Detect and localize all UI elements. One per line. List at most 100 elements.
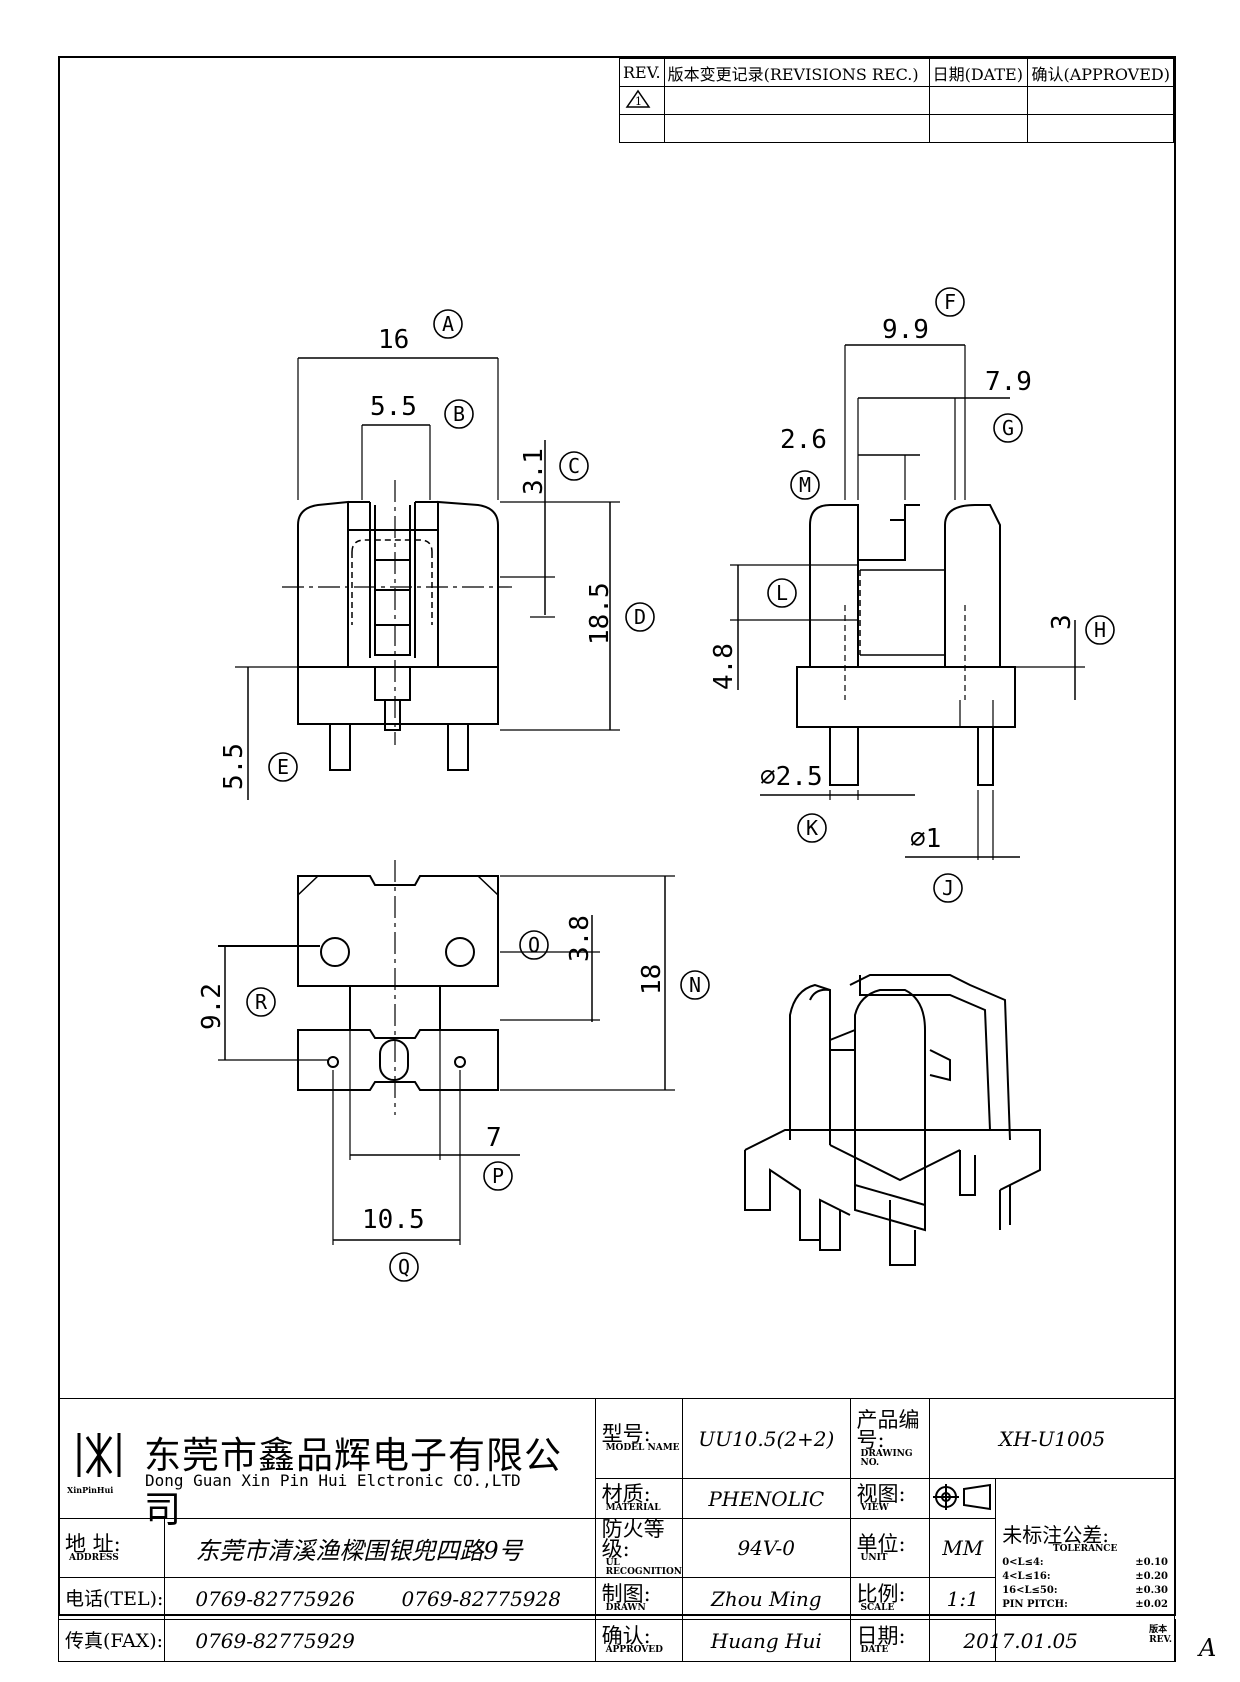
rev-value: A <box>1199 1634 1217 1662</box>
date-value: 2017.01.05 <box>929 1619 1112 1662</box>
address-sub: ADDRESS <box>69 1552 119 1563</box>
dim-R: 9.2 <box>197 983 227 1030</box>
approved-value: Huang Hui <box>682 1619 851 1662</box>
dim-E: 5.5 <box>219 743 249 790</box>
callout-C: C <box>568 454 580 478</box>
unit-sub: UNIT <box>860 1552 888 1563</box>
drawn-value: Zhou Ming <box>682 1577 851 1620</box>
revisions-header: 版本变更记录(REVISIONS REC.) <box>663 58 930 87</box>
company-name-cn: 东莞市鑫品辉电子有限公司 <box>144 1433 562 1531</box>
drawing-no-sub: DRAWING NO. <box>860 1448 913 1468</box>
callout-A: A <box>442 312 454 336</box>
tolerance-sub: TOLERANCE <box>1052 1544 1118 1554</box>
date-sub: DATE <box>860 1645 889 1655</box>
unit-value: MM <box>929 1518 997 1578</box>
dim-A: 16 <box>378 325 409 355</box>
material-sub: MATERIAL <box>605 1503 661 1513</box>
dim-B: 5.5 <box>370 392 417 422</box>
approved-label-cell: 确认: APPROVED <box>594 1619 684 1662</box>
dim-J: ⌀1 <box>910 824 941 854</box>
fax-label: 传真(FAX): <box>57 1619 166 1662</box>
rev-cell: 版本REV. A <box>1149 1619 1216 1662</box>
callout-F: F <box>944 290 956 314</box>
tel-1: 0769-82775926 <box>195 1586 355 1611</box>
date-label: 日期: <box>856 1624 906 1648</box>
scale-label: 比例: <box>856 1582 906 1606</box>
dim-C: 3.1 <box>519 448 549 495</box>
callout-N: N <box>689 973 701 997</box>
tel-2: 0769-82775928 <box>401 1586 561 1611</box>
revision-triangle-icon: 1 <box>625 89 651 108</box>
scale-sub: SCALE <box>860 1603 895 1613</box>
dim-P: 7 <box>486 1123 502 1153</box>
model-label-cell: 型号: MODEL NAME <box>594 1398 684 1479</box>
callout-P: P <box>492 1164 504 1188</box>
tolerance-row: 0<L≤4:±0.10 <box>1002 1557 1168 1568</box>
view-label: 视图: <box>856 1482 906 1506</box>
scale-label-cell: 比例: SCALE <box>849 1577 931 1620</box>
dim-G: 7.9 <box>985 367 1032 397</box>
ul-label: 防火等级: <box>601 1517 665 1561</box>
title-block: XinPinHui 东莞市鑫品辉电子有限公司 Dong Guan Xin Pin… <box>57 1398 1216 1662</box>
company-brand: XinPinHui <box>67 1484 114 1495</box>
ul-value: 94V-0 <box>682 1518 851 1578</box>
date-label-cell: 日期: DATE <box>849 1619 931 1662</box>
dim-K: ⌀2.5 <box>760 762 823 792</box>
dim-H: 3 <box>1047 614 1077 630</box>
dim-N: 18 <box>637 964 667 995</box>
approved-header: 确认(APPROVED) <box>1027 58 1174 87</box>
dim-D: 18.5 <box>585 582 615 645</box>
approved-sub: APPROVED <box>605 1645 663 1655</box>
callout-G: G <box>1002 416 1014 440</box>
dim-M: 2.6 <box>780 425 827 455</box>
drawing-no-label-cell: 产品编号: DRAWING NO. <box>849 1398 931 1479</box>
callout-E: E <box>277 755 289 779</box>
isometric-view <box>744 974 1041 1266</box>
company-cell: XinPinHui 东莞市鑫品辉电子有限公司 Dong Guan Xin Pin… <box>58 1398 596 1531</box>
drawn-label-cell: 制图: DRAWN <box>594 1577 684 1620</box>
drawn-sub: DRAWN <box>605 1603 646 1613</box>
callout-K: K <box>806 816 818 840</box>
callout-Q: Q <box>398 1255 410 1279</box>
tel-cell: 0769-82775926 0769-82775928 <box>164 1577 596 1620</box>
model-sub: MODEL NAME <box>605 1443 680 1453</box>
drawn-label: 制图: <box>601 1582 651 1606</box>
scale-value: 1:1 <box>929 1577 997 1620</box>
material-value: PHENOLIC <box>682 1478 851 1519</box>
ul-sub: UL RECOGNITION <box>605 1558 683 1577</box>
top-view <box>218 860 675 1245</box>
model-label: 型号: <box>601 1422 651 1446</box>
date-header: 日期(DATE) <box>928 58 1029 87</box>
address-value: 东莞市清溪渔樑围银兜四路9号 <box>164 1518 596 1578</box>
side-view <box>730 344 1085 860</box>
address-label: 地 址: <box>65 1531 121 1556</box>
model-value: UU10.5(2+2) <box>682 1398 851 1479</box>
rev-mark: 1 <box>635 95 642 108</box>
dim-F: 9.9 <box>882 315 929 345</box>
fax-value: 0769-82775929 <box>164 1619 596 1662</box>
rev-label: 版本REV. <box>1149 1625 1173 1645</box>
drawing-no-value: XH-U1005 <box>929 1398 1175 1479</box>
dim-O: 3.8 <box>565 915 595 962</box>
unit-label: 单位: <box>856 1531 906 1556</box>
drawing-no-label: 产品编号: <box>856 1407 920 1452</box>
view-symbol-cell <box>929 1478 997 1519</box>
projection-symbol-icon <box>932 1483 991 1510</box>
callout-B: B <box>453 402 465 426</box>
front-view <box>235 357 620 800</box>
callout-circles <box>246 287 1115 1282</box>
unit-label-cell: 单位: UNIT <box>849 1518 931 1578</box>
dim-Q: 10.5 <box>362 1205 425 1235</box>
company-name-en: Dong Guan Xin Pin Hui Elctronic CO.,LTD <box>145 1470 521 1490</box>
view-sub: VIEW <box>860 1503 889 1513</box>
address-label-cell: 地 址: ADDRESS <box>57 1518 166 1578</box>
tolerance-row: 4<L≤16:±0.20 <box>1002 1571 1168 1582</box>
tolerance-label: 未标注公差: <box>1002 1523 1109 1547</box>
callout-O: O <box>528 933 540 957</box>
approved-label: 确认: <box>601 1624 651 1648</box>
revision-table: REV. 版本变更记录(REVISIONS REC.) 日期(DATE) 确认(… <box>619 58 1174 143</box>
view-label-cell: 视图: VIEW <box>849 1478 931 1519</box>
material-label: 材质: <box>601 1482 651 1506</box>
callout-M: M <box>799 473 811 497</box>
